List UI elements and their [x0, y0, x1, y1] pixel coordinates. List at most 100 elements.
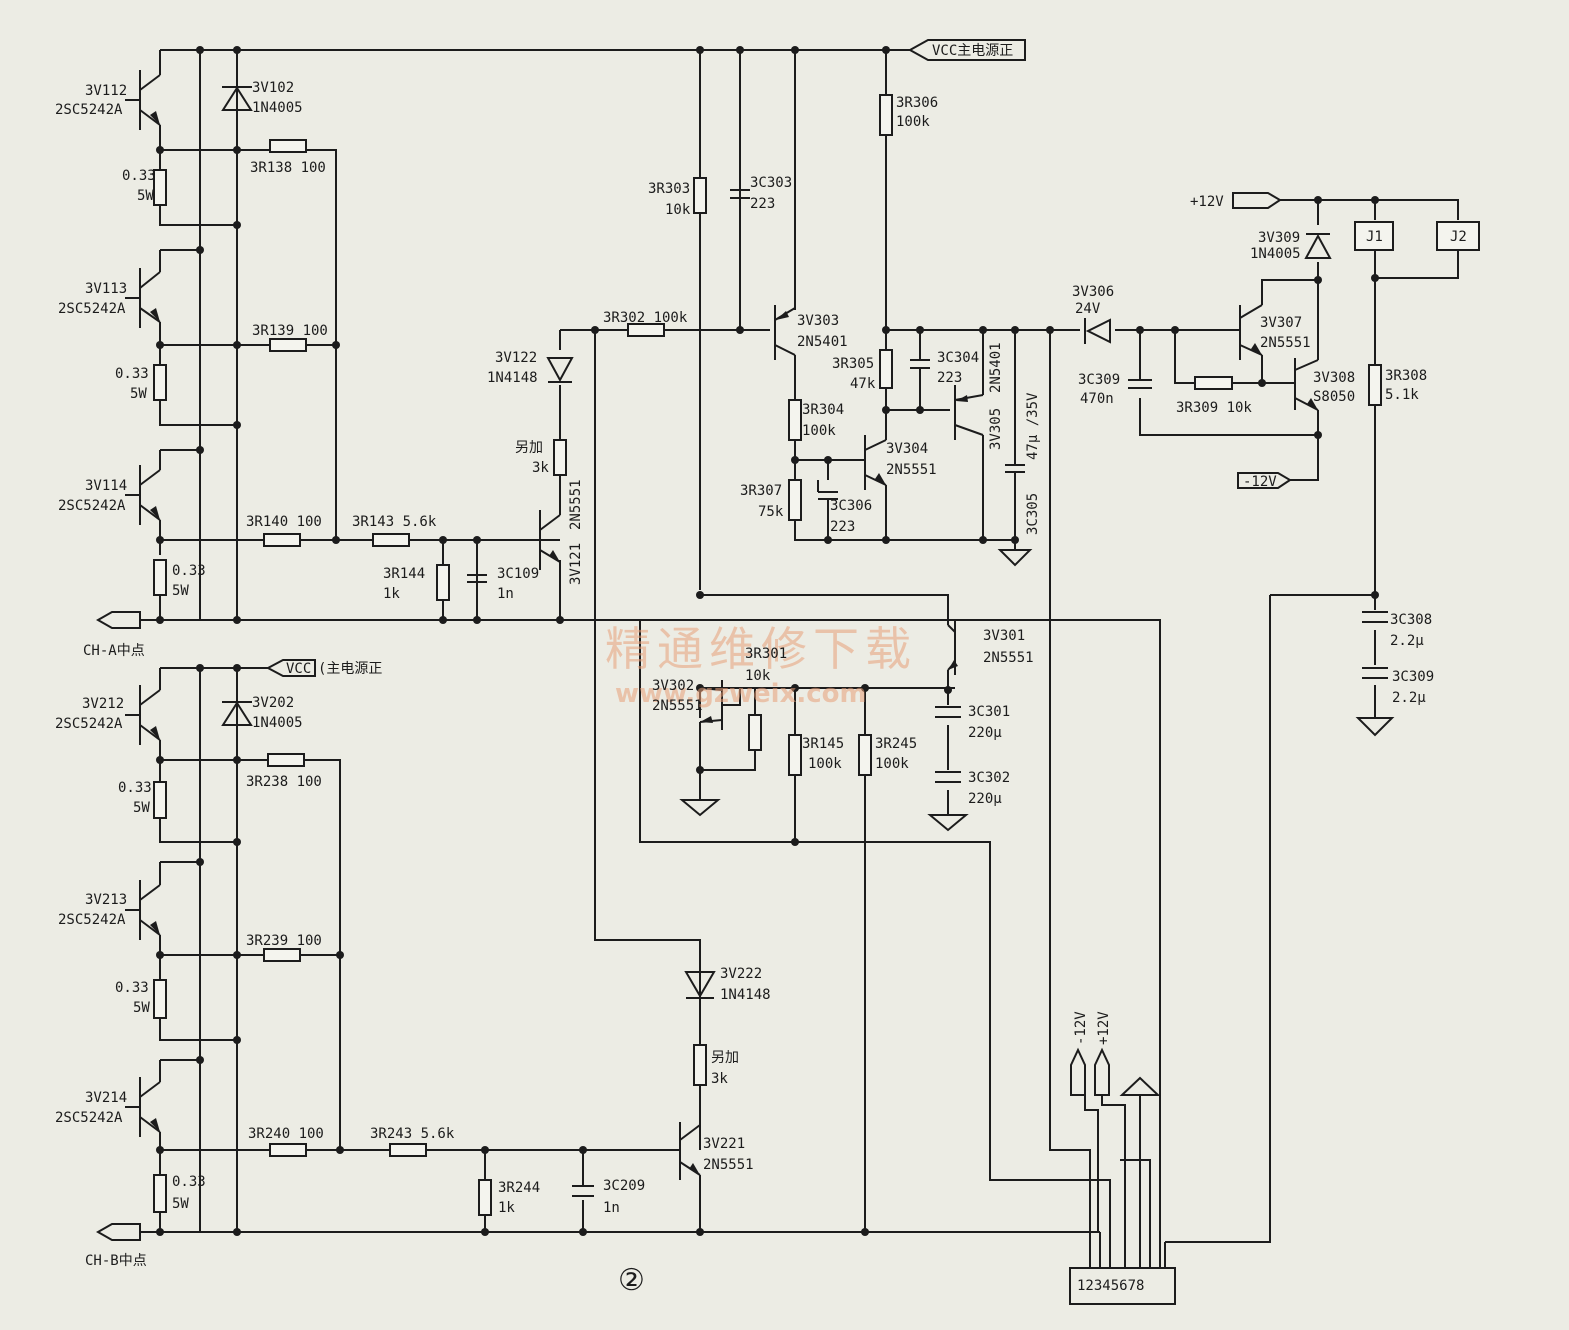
label-3v221: 3V221: [703, 1136, 745, 1152]
label-3v213: 3V213: [85, 892, 127, 908]
label-3r303-value: 10k: [665, 202, 691, 218]
transistor-3v304: [860, 435, 887, 490]
resistor-3r145: [788, 734, 802, 776]
label-3v302: 3V302: [652, 678, 694, 694]
port-vcc-main: [907, 39, 1026, 61]
label-3v222: 3V222: [720, 966, 762, 982]
resistor-3r309: [1194, 376, 1233, 390]
label-033e: 0.33: [115, 980, 149, 996]
label-3r243: 3R243 5.6k: [370, 1126, 455, 1142]
label-3r238: 3R238 100: [246, 774, 322, 790]
watermark-cn: 精通维修下载: [605, 622, 917, 676]
label-3r302: 3R302 100k: [603, 310, 688, 326]
resistor-3r240: [269, 1143, 307, 1157]
label-5wf: 5W: [172, 1196, 189, 1212]
resistor-3r302: [627, 323, 665, 337]
resistor-extra-3k-b: [693, 1044, 707, 1086]
label-3r138: 3R138 100: [250, 160, 326, 176]
label-3v301-type: 2N5551: [983, 650, 1034, 666]
label-3r139: 3R139 100: [252, 323, 328, 339]
capacitor-3c303: [730, 189, 750, 199]
label-ch-b: CH-B中点: [85, 1253, 147, 1269]
transistor-3v214: [125, 1077, 161, 1137]
port-plus-12v: [1232, 192, 1282, 209]
label-3v307-type: 2N5551: [1260, 335, 1311, 351]
capacitor-3c302: [935, 771, 961, 783]
label-3c309-a-value: 470n: [1080, 391, 1114, 407]
label-connector-minus-12v: -12V: [1073, 1011, 1089, 1045]
resistor-033b: [153, 364, 167, 401]
watermark-url: www.gzweix.com: [615, 679, 867, 709]
label-3r304: 3R304: [802, 402, 844, 418]
figure-number: ②: [618, 1263, 645, 1298]
label-connector-plus-12v: +12V: [1096, 1011, 1112, 1045]
label-3r140: 3R140 100: [246, 514, 322, 530]
label-033b: 0.33: [115, 366, 149, 382]
diode-3v122: [546, 357, 574, 383]
label-3v306-value: 24V: [1075, 301, 1101, 317]
label-3r304-value: 100k: [802, 423, 836, 439]
label-3c301: 3C301: [968, 704, 1010, 720]
resistor-3r138: [269, 139, 307, 153]
label-3v304: 3V304: [886, 441, 928, 457]
label-5wc: 5W: [172, 583, 189, 599]
label-3c109-value: 1n: [497, 586, 514, 602]
capacitor-3c109: [467, 540, 487, 620]
connector-minus-12v: [1070, 1047, 1086, 1096]
resistors: [153, 94, 1382, 1216]
transistor-3v301: [947, 620, 958, 675]
label-3c306-value: 223: [830, 519, 855, 535]
label-3v303-type: 2N5401: [797, 334, 848, 350]
label-3v212-type: 2SC5242A: [55, 716, 123, 732]
label-vcc-ch-b-text: (主电源正: [318, 661, 382, 677]
transistor-3v114: [125, 465, 161, 525]
label-3v202-type: 1N4005: [252, 715, 303, 731]
label-3v213-type: 2SC5242A: [58, 912, 126, 928]
label-3c305-value: 47μ /35V: [1025, 392, 1041, 460]
relay-j2: [1436, 221, 1480, 251]
label-vcc-main: VCC主电源正: [932, 43, 1013, 59]
label-3v222-type: 1N4148: [720, 987, 771, 1003]
label-3v214: 3V214: [85, 1090, 127, 1106]
label-3c109: 3C109: [497, 566, 539, 582]
label-033a: 0.33: [122, 168, 156, 184]
port-vcc-ch-b: [265, 659, 316, 677]
label-3r245: 3R245: [875, 736, 917, 752]
label-3c303-value: 223: [750, 196, 775, 212]
label-3r240: 3R240 100: [248, 1126, 324, 1142]
label-3v112: 3V112: [85, 83, 127, 99]
label-extra-a: 另加: [515, 440, 543, 456]
label-3c301-value: 220μ: [968, 725, 1002, 741]
resistor-3r144: [436, 564, 450, 601]
diode-3v309: [1304, 233, 1332, 259]
label-3r308: 3R308: [1385, 368, 1427, 384]
transistor-3v307: [1235, 304, 1263, 360]
resistor-3r243: [389, 1143, 427, 1157]
resistor-3r140: [263, 533, 301, 547]
resistor-extra-3k-a: [553, 439, 567, 476]
label-5we: 5W: [133, 1000, 150, 1016]
label-3v308: 3V308: [1313, 370, 1355, 386]
diode-3v306: [1084, 318, 1111, 344]
capacitor-3c308: [1362, 611, 1388, 623]
label-3v114: 3V114: [85, 478, 127, 494]
port-ch-a: [95, 611, 141, 629]
label-3c306: 3C306: [830, 498, 872, 514]
port-ch-b: [95, 1223, 141, 1241]
label-3v309-type: 1N4005: [1250, 246, 1301, 262]
label-3r301-value: 10k: [745, 668, 771, 684]
transistor-3v308: [1290, 358, 1319, 411]
resistor-3r245: [858, 734, 872, 776]
label-3r143: 3R143 5.6k: [352, 514, 437, 530]
resistor-3r301: [748, 714, 762, 751]
label-3v102-type: 1N4005: [252, 100, 303, 116]
resistor-033d: [153, 781, 167, 819]
label-3r144: 3R144: [383, 566, 425, 582]
label-3c302-value: 220μ: [968, 791, 1002, 807]
capacitors: [467, 189, 1388, 1197]
label-vcc-ch-b: VCC: [286, 661, 311, 677]
label-3r145-value: 100k: [808, 756, 842, 772]
label-3v113: 3V113: [85, 281, 127, 297]
label-3v303: 3V303: [797, 313, 839, 329]
